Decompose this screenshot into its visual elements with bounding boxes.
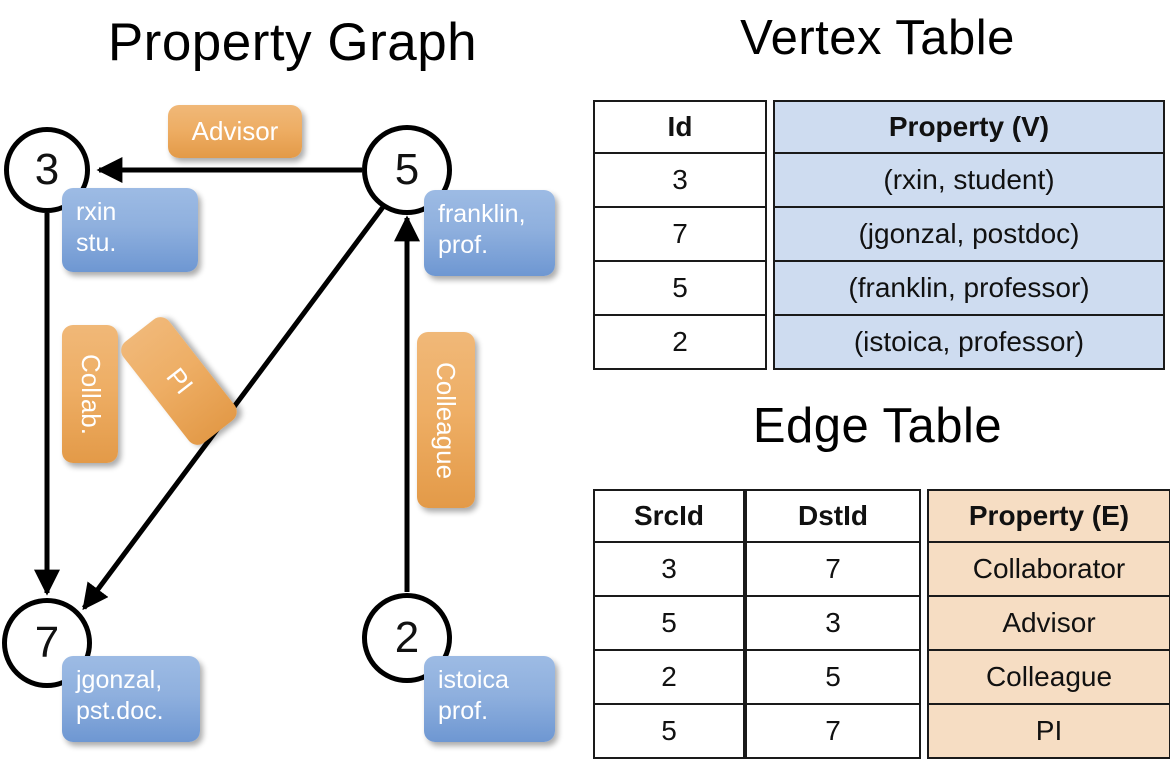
vertex-table-column-property: Property (V) (rxin, student) (jgonzal, p… [773, 100, 1165, 370]
edge-label-pi-text: PI [160, 361, 199, 400]
graph-node-5-label: 5 [394, 145, 420, 194]
table-row: 7 [745, 543, 921, 597]
node-property-line-2: prof. [438, 697, 489, 725]
table-row: (jgonzal, postdoc) [773, 208, 1165, 262]
edge-table-column-srcid: SrcId 3 5 2 5 [593, 489, 745, 759]
edge-label-advisor[interactable]: Advisor [168, 105, 302, 158]
edge-label-colleague[interactable]: Colleague [417, 332, 475, 508]
graph-node-2[interactable]: 2 [362, 593, 452, 683]
node-property-line-1: istoica [438, 666, 509, 694]
edge-table-header-dstid: DstId [745, 489, 921, 543]
edge-label-colleague-text: Colleague [431, 361, 462, 479]
table-row: Advisor [927, 597, 1170, 651]
page-title-edge-table: Edge Table [752, 399, 1003, 453]
vertex-table: Id 3 7 5 2 Property (V) (rxin, student) … [593, 100, 1165, 370]
edge-label-collab[interactable]: Collab. [62, 325, 118, 463]
vertex-table-header-id: Id [593, 100, 767, 154]
table-row: 2 [593, 316, 767, 370]
node-property-box-rxin[interactable]: rxin stu. [62, 188, 198, 272]
table-row: 2 [593, 651, 745, 705]
table-row: 3 [745, 597, 921, 651]
graph-node-2-label: 2 [394, 613, 420, 662]
table-row: 7 [593, 208, 767, 262]
table-row: 5 [593, 597, 745, 651]
table-row: Colleague [927, 651, 1170, 705]
table-row: 3 [593, 543, 745, 597]
node-property-line-2: stu. [76, 229, 117, 257]
edge-table-column-dstid: DstId 7 3 5 7 [745, 489, 921, 759]
edge-table: SrcId 3 5 2 5 DstId 7 3 5 7 Property (E)… [593, 489, 1170, 759]
page-title-vertex-table: Vertex Table [740, 11, 1015, 65]
table-row: Collaborator [927, 543, 1170, 597]
edge-table-column-property: Property (E) Collaborator Advisor Collea… [927, 489, 1170, 759]
table-row: (rxin, student) [773, 154, 1165, 208]
node-property-box-franklin[interactable]: franklin, prof. [424, 190, 555, 276]
table-row: PI [927, 705, 1170, 759]
node-property-line-1: jgonzal, [76, 666, 163, 694]
edge-label-advisor-text: Advisor [191, 116, 279, 146]
table-row: 5 [745, 651, 921, 705]
node-property-line-2: prof. [438, 231, 489, 259]
node-property-box-istoica[interactable]: istoica prof. [424, 656, 555, 742]
table-row: 3 [593, 154, 767, 208]
property-graph-panel: Property Graph 3 5 7 2 [2, 13, 555, 742]
graph-node-5[interactable]: 5 [362, 125, 452, 215]
node-property-line-1: rxin [76, 198, 117, 226]
vertex-table-column-id: Id 3 7 5 2 [593, 100, 767, 370]
table-row: (franklin, professor) [773, 262, 1165, 316]
node-property-line-2: pst.doc. [76, 697, 164, 725]
graph-node-7-label: 7 [34, 618, 60, 667]
edge-table-header-property: Property (E) [927, 489, 1170, 543]
page-title-property-graph: Property Graph [107, 13, 478, 72]
table-row: (istoica, professor) [773, 316, 1165, 370]
node-property-line-1: franklin, [438, 200, 526, 228]
edge-label-collab-text: Collab. [75, 353, 106, 435]
edge-table-header-srcid: SrcId [593, 489, 745, 543]
table-row: 7 [745, 705, 921, 759]
table-row: 5 [593, 705, 745, 759]
graph-node-3-label: 3 [34, 145, 60, 194]
node-property-box-jgonzal[interactable]: jgonzal, pst.doc. [62, 656, 200, 742]
vertex-table-header-property: Property (V) [773, 100, 1165, 154]
table-row: 5 [593, 262, 767, 316]
